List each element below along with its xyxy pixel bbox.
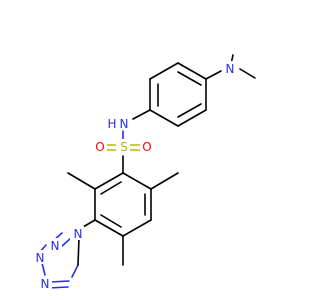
- bond-ring: [177, 62, 207, 80]
- bond-ring-double: [100, 214, 122, 228]
- atom-label-o-right: O: [142, 140, 151, 154]
- bond-ring: [177, 109, 207, 127]
- bond-methyl-n: [239, 68, 256, 79]
- bond-ring-n: [132, 109, 151, 120]
- bond-methyl: [150, 172, 179, 190]
- atom-label-tetrazole-n2: N: [36, 251, 45, 265]
- bond-ring-tetrazole: [82, 219, 96, 228]
- bond-tetrazole: [49, 280, 70, 283]
- bond-tetrazole: [77, 237, 80, 266]
- atom-label-o-left: O: [95, 140, 104, 154]
- bonds: [38, 54, 256, 289]
- bond-ring: [94, 172, 124, 190]
- bond-methyl: [67, 172, 96, 190]
- molecule-structure-diagram: N N H S O O N N N N: [33, 54, 256, 291]
- bond-n-aryl: [205, 70, 222, 80]
- bond-ring: [149, 109, 179, 127]
- bond-ring: [122, 172, 152, 190]
- atom-label-tetrazole-n1: N: [74, 227, 83, 241]
- atom-label-n-dimethyl: N: [226, 62, 235, 76]
- bond-tetrazole: [41, 262, 46, 276]
- bond-ring-double: [177, 71, 202, 86]
- bond-ring: [94, 219, 124, 237]
- bond-ring-double: [177, 103, 202, 118]
- bond-tetrazole: [60, 237, 72, 248]
- atom-label-h-amide: H: [107, 117, 116, 131]
- atom-labels: N N H S O O N N N N: [33, 61, 237, 291]
- atom-label-n-amide: N: [120, 117, 129, 131]
- bond-tetrazole: [71, 264, 79, 278]
- atom-label-tetrazole-n3: N: [41, 277, 50, 291]
- atom-label-s: S: [120, 140, 128, 154]
- bond-tetrazole: [48, 286, 69, 289]
- bond-ring: [149, 62, 179, 80]
- bond-ring-double: [100, 181, 122, 195]
- atom-label-tetrazole-n4: N: [51, 239, 60, 253]
- bond-ring: [122, 219, 152, 237]
